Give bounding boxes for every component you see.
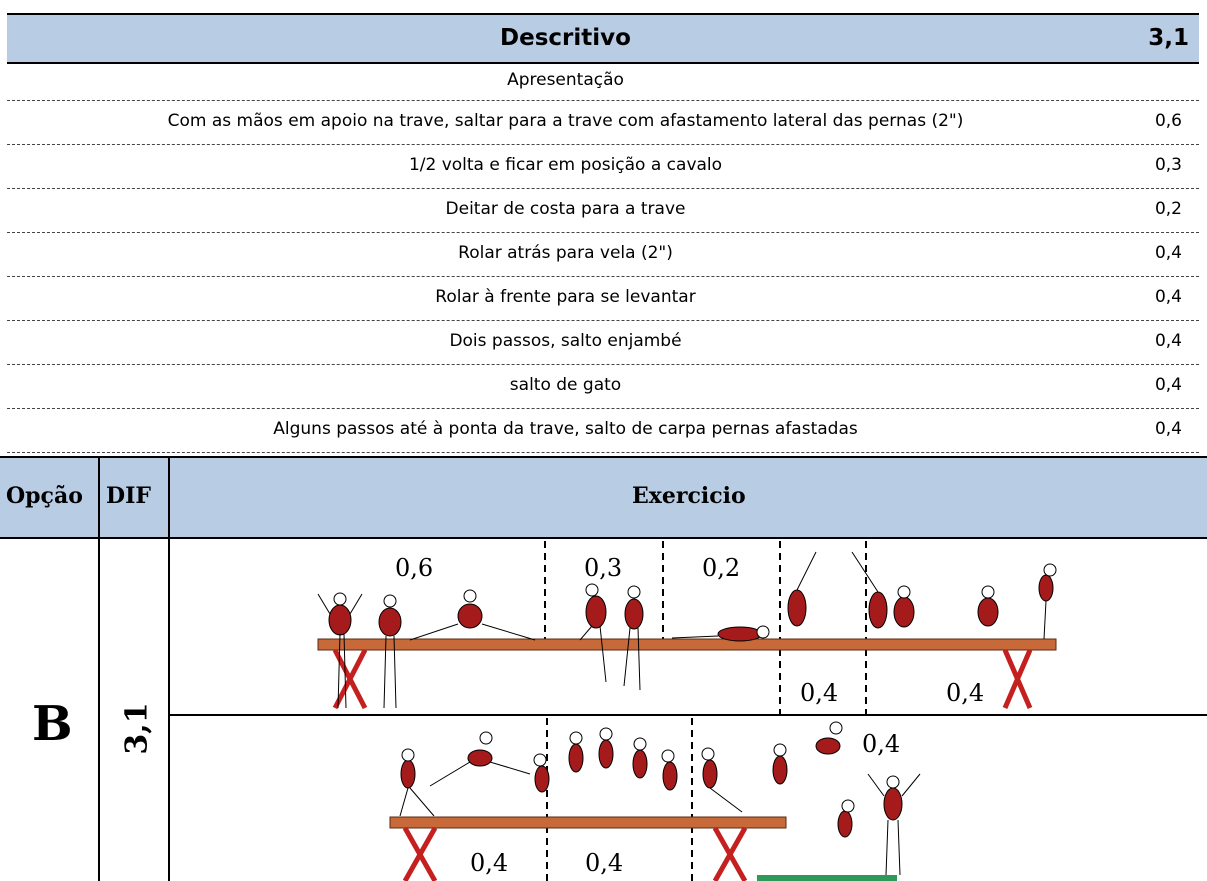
row-text: Alguns passos até à ponta da trave, salt… — [273, 419, 858, 439]
segment-value: 0,4 — [470, 849, 508, 877]
row-text: Apresentação — [507, 70, 624, 90]
segment-value: 0,2 — [702, 554, 740, 582]
row-text: Rolar atrás para vela (2") — [458, 243, 673, 263]
exercicio-header: Opção DIF Exercicio — [0, 456, 1207, 539]
row-value: 0,6 — [1154, 111, 1182, 131]
descritivo-title: Descritivo — [500, 25, 631, 51]
table-row: 1/2 volta e ficar em posição a cavalo 0,… — [7, 145, 1199, 189]
table-row: Deitar de costa para a trave 0,2 — [7, 189, 1199, 233]
row-value: 0,4 — [1154, 331, 1182, 351]
landing-mat — [757, 875, 897, 881]
segment-value: 0,4 — [946, 679, 984, 707]
row-value: 0,4 — [1154, 419, 1182, 439]
table-row: Apresentação — [7, 64, 1199, 101]
table-row: Rolar à frente para se levantar 0,4 — [7, 277, 1199, 321]
segment-value: 0,4 — [585, 849, 623, 877]
segment-separators — [544, 541, 867, 881]
segment-value: 0,3 — [584, 554, 622, 582]
beam-top — [317, 638, 1057, 710]
row-text: Deitar de costa para a trave — [445, 199, 686, 219]
row-value: 0,4 — [1154, 375, 1182, 395]
table-row: salto de gato 0,4 — [7, 365, 1199, 409]
table-row: Alguns passos até à ponta da trave, salt… — [7, 409, 1199, 453]
row-text: Dois passos, salto enjambé — [449, 331, 682, 351]
row-text: Com as mãos em apoio na trave, saltar pa… — [167, 111, 964, 131]
descritivo-header: Descritivo 3,1 — [7, 13, 1199, 64]
row-text: salto de gato — [509, 375, 622, 395]
row-value: 0,3 — [1154, 155, 1182, 175]
exercise-illustration: 0,6 0,3 0,2 0,4 0,4 0,4 0,4 0,4 — [168, 541, 1207, 881]
row-text: 1/2 volta e ficar em posição a cavalo — [408, 155, 723, 175]
row-value: 0,2 — [1154, 199, 1182, 219]
exercicio-table: Opção DIF Exercicio B 3,1 — [0, 456, 1207, 881]
column-divider — [168, 456, 170, 881]
table-row: Com as mãos em apoio na trave, saltar pa… — [7, 101, 1199, 145]
row-value: 0,4 — [1154, 243, 1182, 263]
table-row: Rolar atrás para vela (2") 0,4 — [7, 233, 1199, 277]
descritivo-table: Descritivo 3,1 Apresentação Com as mãos … — [7, 13, 1199, 453]
column-divider — [98, 456, 100, 881]
segment-value: 0,4 — [862, 730, 900, 758]
option-letter: B — [32, 696, 73, 752]
gymnast-figures — [317, 551, 1057, 876]
descritivo-total: 3,1 — [1148, 25, 1189, 51]
header-opcao: Opção — [6, 483, 83, 509]
table-row: Dois passos, salto enjambé 0,4 — [7, 321, 1199, 365]
row-value: 0,4 — [1154, 287, 1182, 307]
beam-bottom — [389, 816, 897, 881]
header-dif: DIF — [106, 483, 151, 509]
segment-value: 0,6 — [395, 554, 433, 582]
row-text: Rolar à frente para se levantar — [435, 287, 696, 307]
header-exercicio: Exercicio — [632, 483, 746, 509]
segment-value: 0,4 — [800, 679, 838, 707]
